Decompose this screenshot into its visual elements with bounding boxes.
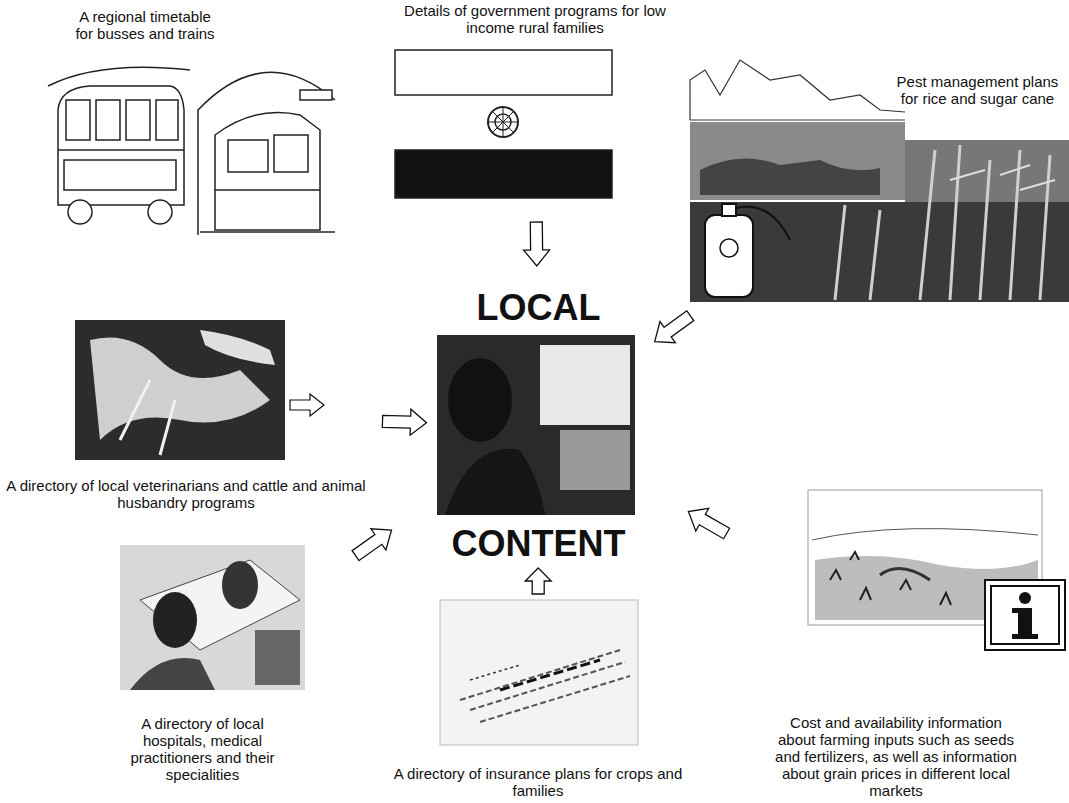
block-arrow: [655, 311, 694, 343]
pest-picture-part: [700, 159, 880, 195]
bus-drawing-part: [148, 200, 172, 224]
hospital-photo-part: [120, 545, 305, 690]
block-arrow: [525, 568, 551, 594]
bus-drawing-part: [96, 100, 120, 140]
center-title: LOCAL: [477, 288, 601, 328]
item-caption: A directory of local veterinarians and c…: [2, 477, 370, 511]
info-icon-part: [1018, 608, 1032, 638]
pest-picture-part: [722, 204, 736, 216]
pest-picture-part: [720, 239, 738, 257]
central-node: LOCAL CONTENT: [437, 288, 640, 564]
hospital-photo-part: [153, 592, 197, 648]
field-painting-part: [812, 529, 1038, 540]
hospital-photo-part: [222, 561, 258, 609]
train-drawing-part: [274, 135, 308, 172]
center-photo-part: [560, 430, 630, 490]
field-painting-part: [880, 569, 930, 580]
content-item: A directory of insurance plans for crops…: [393, 598, 683, 802]
info-icon-part: [991, 586, 1059, 644]
content-item: A directory of local hospitals, medical …: [95, 543, 310, 785]
pest-picture-part: [705, 215, 753, 297]
block-arrow: [382, 409, 426, 435]
center-title: CONTENT: [452, 524, 626, 564]
train-drawing-part: [200, 231, 335, 233]
item-caption: Details of government programs for low i…: [395, 2, 675, 36]
center-photo-part: [540, 345, 630, 425]
insurance-paper-part: [460, 650, 630, 722]
bus-drawing-part: [64, 160, 176, 190]
center-photo-part: [437, 335, 635, 515]
bus-drawing-part: [58, 149, 184, 151]
block-arrow: [688, 508, 729, 538]
veterinary-photo-part: [120, 380, 175, 455]
item-caption: A directory of insurance plans for crops…: [393, 765, 683, 799]
field-painting-part: [830, 552, 951, 605]
item-caption: A regional timetable for busses and trai…: [70, 8, 220, 42]
center-photo: [437, 335, 635, 515]
pest-picture-part: [690, 60, 905, 120]
bus-drawing: [48, 67, 190, 224]
content-item: Details of government programs for low i…: [390, 0, 680, 200]
insurance-paper: [440, 600, 638, 745]
flag-drawing: [395, 50, 612, 198]
content-item: Cost and availability information about …: [775, 488, 1067, 801]
pest-picture: [690, 60, 1069, 302]
info-icon: [985, 580, 1065, 650]
hospital-photo: [120, 545, 305, 690]
info-icon-part: [1012, 608, 1020, 613]
hospital-photo-part: [130, 658, 215, 690]
veterinary-photo-part: [200, 330, 275, 365]
flag-drawing-part: [488, 107, 518, 137]
item-caption: Cost and availability information about …: [775, 714, 1017, 799]
hospital-photo-part: [255, 630, 300, 685]
bus-drawing-part: [126, 100, 150, 140]
pest-picture-part: [736, 207, 790, 240]
bus-drawing-part: [48, 67, 190, 86]
insurance-paper-part: [500, 660, 600, 690]
train-drawing-part: [198, 72, 335, 235]
extra-arrow-part: [290, 394, 324, 416]
item-caption: Pest management plans for rice and sugar…: [890, 73, 1065, 107]
info-icon-part: [1019, 592, 1031, 604]
train-drawing-part: [215, 113, 320, 231]
bus-drawing-part: [66, 100, 90, 140]
train-drawing-part: [215, 189, 320, 191]
pest-picture-part: [950, 165, 1055, 190]
pest-picture-part: [690, 122, 905, 200]
veterinary-photo: [75, 320, 285, 460]
veterinary-photo-part: [75, 320, 285, 460]
insurance-paper-part: [440, 600, 638, 745]
flag-drawing-part: [488, 107, 518, 137]
bus-drawing-part: [156, 100, 178, 140]
center-photo-part: [448, 358, 512, 442]
block-arrow: [524, 222, 550, 266]
flag-drawing-part: [395, 150, 612, 198]
train-drawing: [198, 72, 335, 235]
bus-drawing-part: [58, 86, 184, 205]
flag-drawing-part: [395, 50, 612, 95]
train-drawing-part: [300, 90, 332, 100]
block-arrow: [352, 529, 391, 561]
info-icon-part: [1012, 634, 1038, 639]
center-photo-part: [445, 449, 545, 515]
info-icon-part: [985, 580, 1065, 650]
train-drawing-part: [228, 140, 268, 172]
content-item: Pest management plans for rice and sugar…: [685, 55, 1069, 305]
content-item: A directory of local veterinarians and c…: [0, 318, 372, 513]
pest-picture-part: [690, 120, 905, 121]
bus-drawing-part: [68, 200, 92, 224]
extra-arrow: [290, 394, 324, 416]
insurance-paper-part: [470, 665, 520, 680]
item-caption: A directory of local hospitals, medical …: [113, 715, 293, 783]
content-item: A regional timetable for busses and trai…: [45, 5, 335, 240]
